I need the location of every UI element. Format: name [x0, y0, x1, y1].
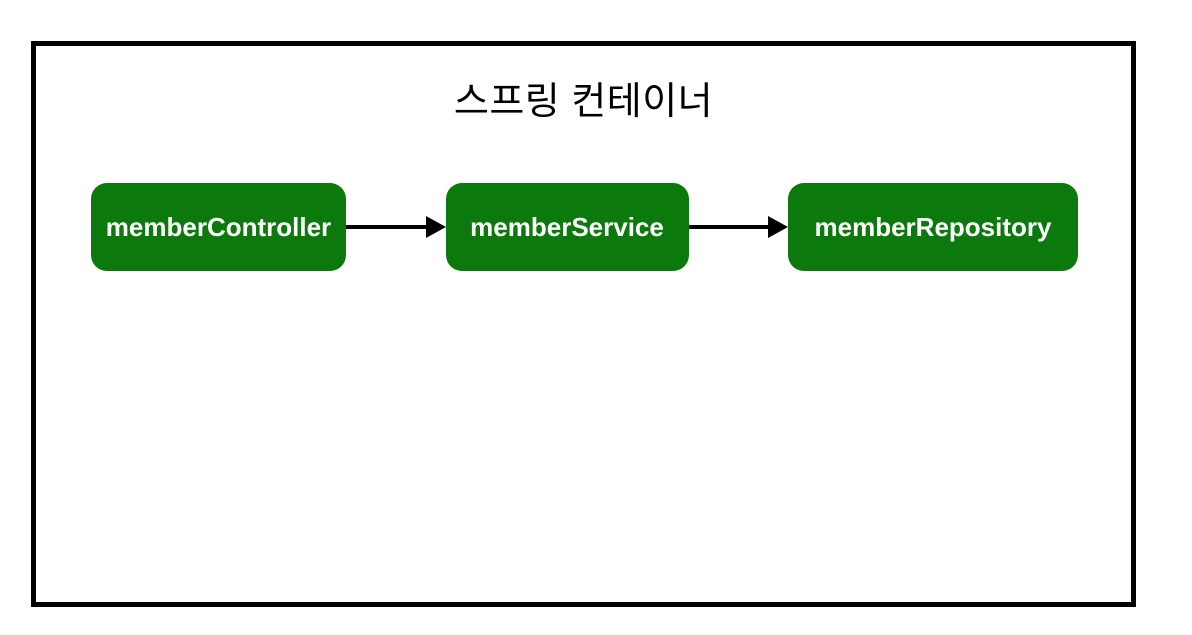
spring-container-frame: 스프링 컨테이너 memberController memberService …	[31, 41, 1136, 607]
node-member-repository: memberRepository	[788, 183, 1078, 271]
node-member-controller: memberController	[91, 183, 346, 271]
node-member-service-label: memberService	[470, 211, 664, 242]
arrow-right-icon	[768, 216, 788, 238]
node-member-controller-label: memberController	[105, 211, 332, 242]
arrow-service-to-repository	[688, 215, 788, 239]
arrow-right-icon	[425, 216, 446, 238]
bean-node-row: memberController memberService memberRep…	[91, 183, 1078, 271]
arrow-line	[688, 225, 768, 229]
diagram-title: 스프링 컨테이너	[453, 81, 714, 123]
arrow-controller-to-service	[346, 215, 446, 239]
arrow-line	[346, 225, 426, 229]
node-member-service: memberService	[445, 183, 689, 271]
node-member-repository-label: memberRepository	[814, 211, 1052, 242]
